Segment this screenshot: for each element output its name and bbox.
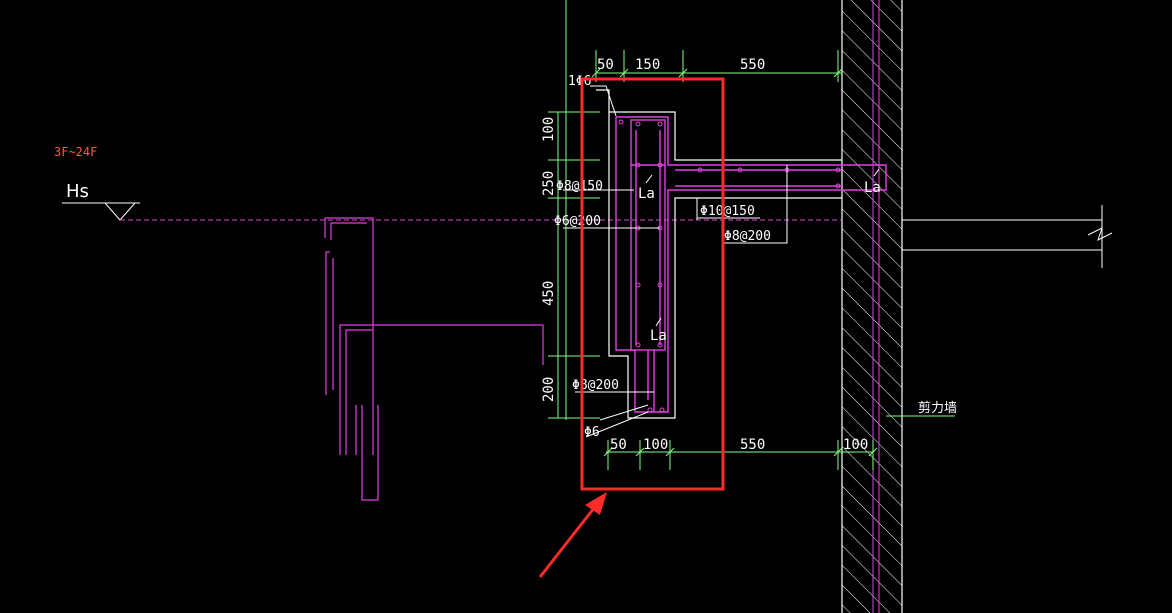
label-la-2: La — [864, 180, 881, 196]
level-label: 3F~24F — [54, 145, 97, 159]
rebar-cage — [615, 116, 887, 413]
concrete-outline — [596, 89, 842, 419]
label-stirrup-1: Φ8@150 — [556, 179, 603, 194]
dim-bottom-100: 100 — [643, 437, 668, 453]
rebar-dots — [618, 119, 841, 413]
dim-bottom-100-wall: 100 — [843, 437, 868, 453]
label-slab-2: Φ8@200 — [724, 229, 771, 244]
dim-left-450: 450 — [541, 281, 557, 306]
dim-top-50: 50 — [597, 57, 614, 73]
dim-bottom-550: 550 — [740, 437, 765, 453]
highlight-arrow-icon — [538, 492, 607, 578]
dim-left-200: 200 — [541, 377, 557, 402]
dim-top-150: 150 — [635, 57, 660, 73]
label-stirrup-2: Φ6@200 — [554, 214, 601, 229]
label-la-3: La — [650, 328, 667, 344]
elevation-triangle-icon — [62, 202, 140, 221]
label-stirrup-3: Φ8@200 — [572, 378, 619, 393]
highlight-box — [580, 77, 725, 491]
leader-lines — [563, 85, 788, 438]
dim-left-250: 250 — [541, 171, 557, 196]
dim-bottom-50: 50 — [610, 437, 627, 453]
label-slab-1: Φ10@150 — [700, 204, 755, 219]
slab-right — [902, 205, 1113, 268]
elevation-label: Hs — [66, 181, 89, 202]
label-la-1: La — [638, 186, 655, 202]
label-hook-bottom: Φ6 — [584, 425, 600, 440]
label-hook-top: 1Φ6 — [568, 74, 591, 89]
dimension-lines — [548, 0, 955, 470]
dim-top-550: 550 — [740, 57, 765, 73]
dim-left-100: 100 — [541, 117, 557, 142]
left-rebar-sketch — [324, 217, 544, 501]
wall-label: 剪力墙 — [918, 400, 957, 416]
shear-wall — [841, 0, 903, 613]
